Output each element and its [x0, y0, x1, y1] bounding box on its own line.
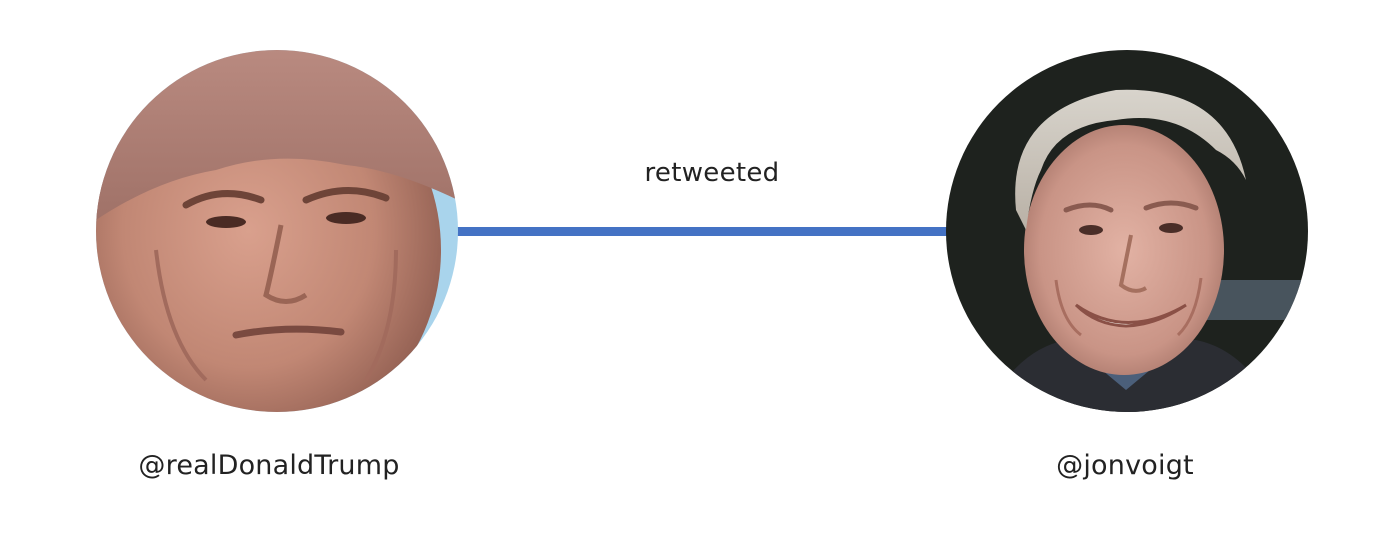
left-user-node	[96, 50, 458, 412]
left-user-handle: @realDonaldTrump	[138, 450, 400, 481]
right-user-node	[946, 50, 1308, 412]
retweet-edge	[450, 227, 955, 236]
portrait-photo-icon	[96, 50, 458, 412]
portrait-photo-icon	[946, 50, 1308, 412]
edge-label: retweeted	[644, 158, 780, 188]
right-user-handle: @jonvoigt	[1056, 450, 1194, 481]
